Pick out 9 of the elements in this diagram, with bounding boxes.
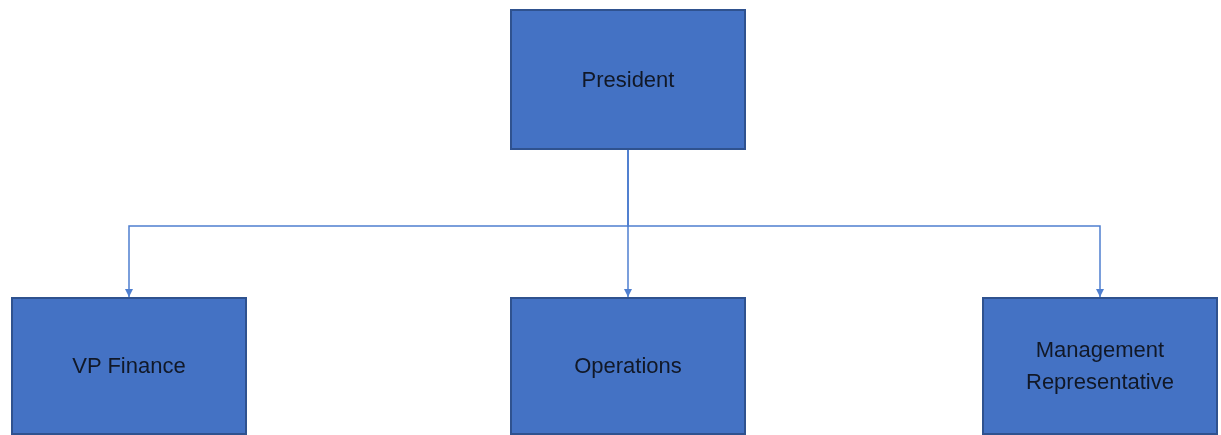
role-title: Management Representative bbox=[1025, 336, 1175, 396]
role-title: Operations bbox=[574, 352, 682, 380]
role-title: President bbox=[581, 65, 675, 94]
org-chart-box bbox=[11, 297, 247, 435]
org-chart-box bbox=[510, 297, 746, 435]
connector-arrow bbox=[627, 149, 1104, 298]
role-title: VP Finance bbox=[72, 352, 186, 380]
org-chart-box bbox=[982, 297, 1218, 435]
org-chart-box bbox=[510, 9, 746, 150]
